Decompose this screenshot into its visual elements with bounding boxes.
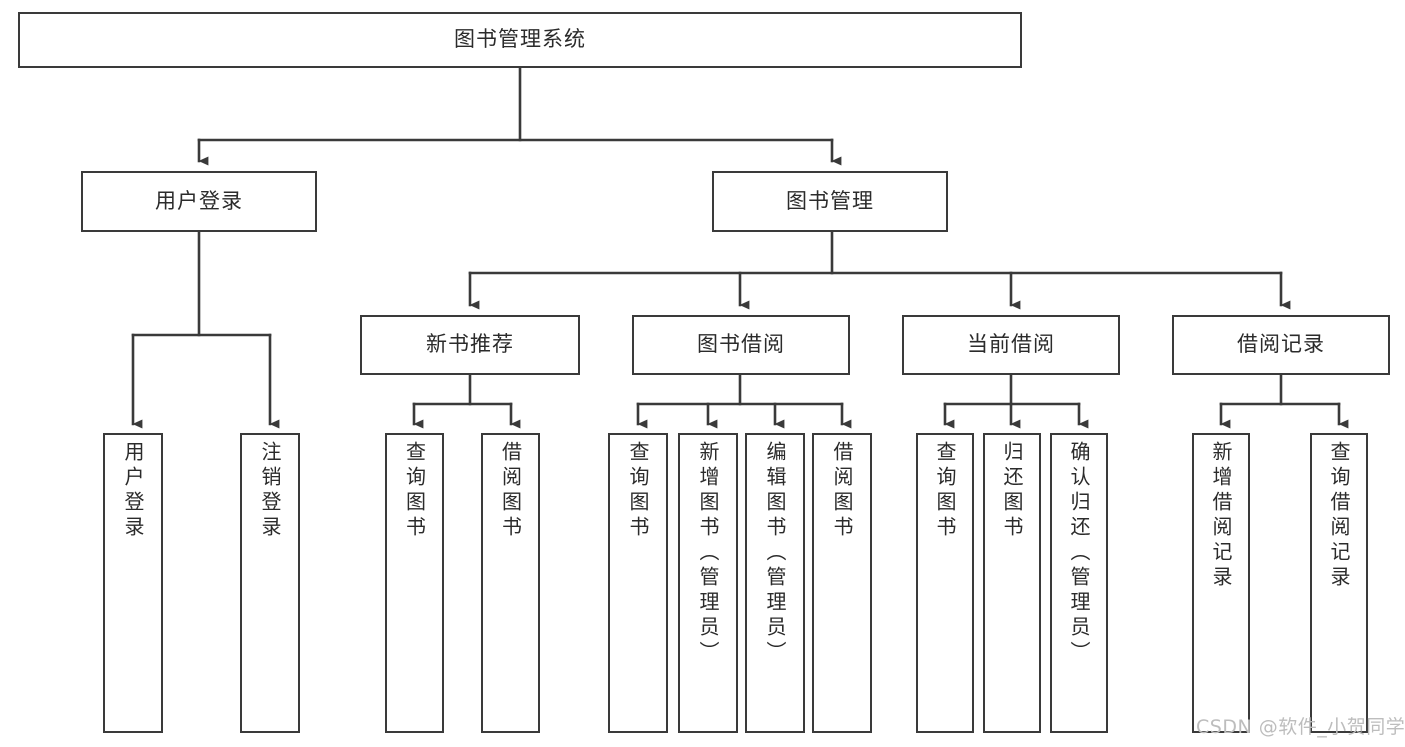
leaf-borrow-book-2[interactable]: 借阅图书 xyxy=(812,433,872,733)
node-label: 图书管理 xyxy=(786,188,874,213)
node-book-borrow[interactable]: 图书借阅 xyxy=(632,315,850,375)
node-label: 归还图书 xyxy=(1000,441,1024,541)
leaf-query-book-2[interactable]: 查询图书 xyxy=(608,433,668,733)
leaf-query-book-3[interactable]: 查询图书 xyxy=(916,433,974,733)
node-label: 当前借阅 xyxy=(967,332,1055,357)
leaf-return-book[interactable]: 归还图书 xyxy=(983,433,1041,733)
node-label: 用户登录 xyxy=(155,188,243,213)
node-current-borrow[interactable]: 当前借阅 xyxy=(902,315,1120,375)
node-label: 查询图书 xyxy=(933,441,957,541)
leaf-add-borrow-record[interactable]: 新增借阅记录 xyxy=(1192,433,1250,733)
node-label: 确认归还（管理员） xyxy=(1067,441,1091,666)
node-label: 用户登录 xyxy=(121,441,145,541)
node-label: 借阅图书 xyxy=(498,441,523,541)
leaf-logout-login[interactable]: 注销登录 xyxy=(240,433,300,733)
leaf-confirm-return[interactable]: 确认归还（管理员） xyxy=(1050,433,1108,733)
node-label: 新增借阅记录 xyxy=(1209,441,1233,591)
node-label: 注销登录 xyxy=(258,441,282,541)
node-new-book-rec[interactable]: 新书推荐 xyxy=(360,315,580,375)
node-label: 查询借阅记录 xyxy=(1327,441,1351,591)
node-label: 查询图书 xyxy=(402,441,427,541)
leaf-user-login[interactable]: 用户登录 xyxy=(103,433,163,733)
leaf-borrow-book-1[interactable]: 借阅图书 xyxy=(481,433,540,733)
node-label: 图书借阅 xyxy=(697,332,785,357)
node-label: 编辑图书（管理员） xyxy=(763,441,787,666)
leaf-query-borrow-record[interactable]: 查询借阅记录 xyxy=(1310,433,1368,733)
node-label: 新书推荐 xyxy=(426,332,514,357)
node-label: 借阅图书 xyxy=(830,441,854,541)
node-label: 借阅记录 xyxy=(1237,332,1325,357)
node-label: 图书管理系统 xyxy=(454,27,586,52)
node-label: 查询图书 xyxy=(626,441,650,541)
node-user-login[interactable]: 用户登录 xyxy=(81,171,317,232)
leaf-edit-book[interactable]: 编辑图书（管理员） xyxy=(745,433,805,733)
node-root-system[interactable]: 图书管理系统 xyxy=(18,12,1022,68)
node-label: 新增图书（管理员） xyxy=(696,441,720,666)
leaf-query-book-1[interactable]: 查询图书 xyxy=(385,433,444,733)
leaf-add-book[interactable]: 新增图书（管理员） xyxy=(678,433,738,733)
node-book-manage[interactable]: 图书管理 xyxy=(712,171,948,232)
node-borrow-record[interactable]: 借阅记录 xyxy=(1172,315,1390,375)
